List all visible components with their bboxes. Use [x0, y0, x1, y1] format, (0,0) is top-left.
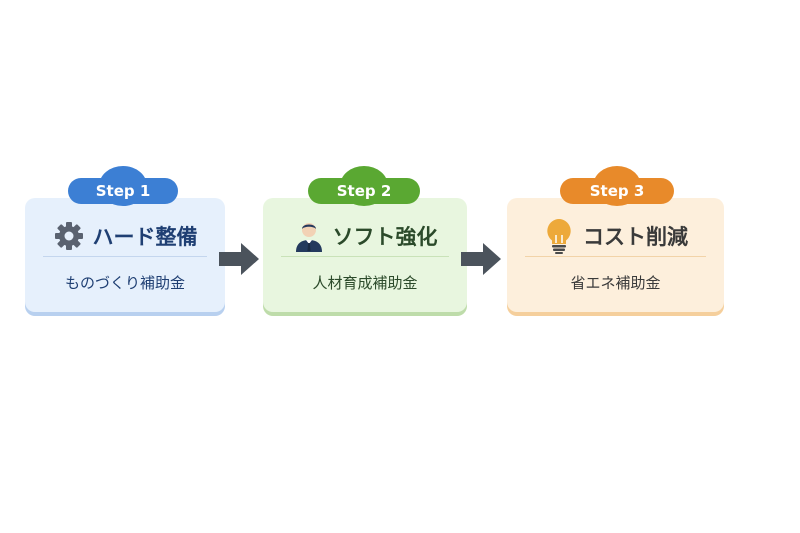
badge-label: Step 1 — [95, 182, 151, 200]
lightbulb-icon — [543, 219, 575, 254]
step-2-badge: Step 2 — [308, 166, 420, 206]
badge-label: Step 3 — [589, 182, 645, 200]
step-2-card: ソフト強化 人材育成補助金 — [263, 198, 467, 312]
divider — [525, 256, 706, 257]
gear-icon — [53, 220, 85, 252]
step-3-badge: Step 3 — [560, 166, 674, 206]
divider — [281, 256, 449, 257]
step-title: ハード整備 — [92, 225, 198, 249]
person-icon — [293, 220, 325, 252]
divider — [43, 256, 207, 257]
step-title: コスト削減 — [583, 225, 688, 249]
step-subtitle: 省エネ補助金 — [570, 274, 661, 292]
step-3-card: コスト削減 省エネ補助金 — [507, 198, 724, 312]
step-1-card: ハード整備 ものづくり補助金 — [25, 198, 225, 312]
badge-label: Step 2 — [336, 182, 392, 200]
step-subtitle: ものづくり補助金 — [64, 274, 185, 292]
step-1-badge: Step 1 — [68, 166, 178, 206]
arrow-right-icon — [461, 243, 501, 275]
arrow-right-icon — [219, 243, 259, 275]
step-title: ソフト強化 — [332, 225, 438, 249]
step-subtitle: 人材育成補助金 — [312, 274, 418, 292]
